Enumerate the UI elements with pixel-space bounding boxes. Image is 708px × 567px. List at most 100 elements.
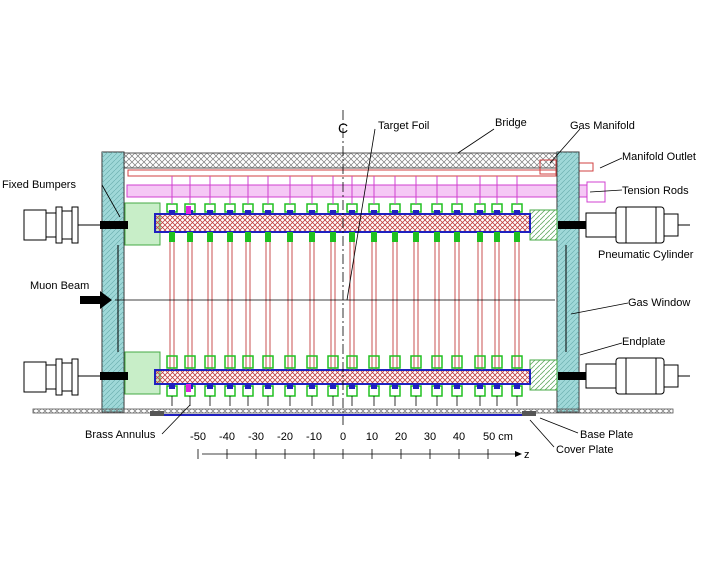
bumper-bottom-right [529, 359, 558, 391]
gas-window-label: Gas Window [628, 297, 690, 309]
chamber-bracket [309, 384, 315, 389]
chamber-support-bottom [431, 355, 443, 369]
chamber-bracket [392, 210, 398, 215]
chamber-bracket [207, 384, 213, 389]
chamber-support-top [187, 232, 193, 242]
chamber-support-top [494, 232, 500, 242]
chamber-support-bottom [166, 355, 178, 369]
z-tick-label: 30 [424, 431, 436, 443]
chamber-support-bottom [224, 355, 236, 369]
chamber-support-bottom [204, 355, 216, 369]
chamber-bracket [413, 384, 419, 389]
chamber-stack-bottom [154, 369, 531, 385]
chamber-bracket [227, 384, 233, 389]
chamber-bracket [494, 384, 500, 389]
chamber-support-top [330, 232, 336, 242]
chamber-bracket [477, 210, 483, 215]
base-plate [32, 408, 674, 414]
chamber-support-bottom [346, 355, 358, 369]
chamber-bracket [349, 384, 355, 389]
muon-beam-label: Muon Beam [30, 280, 89, 292]
foot-left [150, 411, 164, 416]
leader-lines [101, 128, 629, 448]
chamber-bracket [287, 384, 293, 389]
chamber-support-bottom [368, 355, 380, 369]
z-tick-label: 10 [366, 431, 378, 443]
pad-bottom-left [100, 372, 128, 380]
chamber-bracket [227, 210, 233, 215]
chamber-bracket [287, 210, 293, 215]
chamber-bracket [477, 384, 483, 389]
endplate-label: Endplate [622, 336, 665, 348]
cylinder-left-bottom [23, 358, 100, 396]
chamber-bracket [371, 210, 377, 215]
chamber-support-top [371, 232, 377, 242]
chamber-stack-top [154, 213, 531, 233]
chamber-support-top [265, 232, 271, 242]
chamber-support-top [514, 232, 520, 242]
chamber-bracket [245, 384, 251, 389]
chamber-support-bottom [242, 355, 254, 369]
chamber-support-top [169, 232, 175, 242]
chamber-support-bottom [389, 355, 401, 369]
manifold-outlet-block [539, 159, 557, 175]
chamber-bracket [371, 384, 377, 389]
base-plate-label: Base Plate [580, 429, 633, 441]
chamber-support-top [349, 232, 355, 242]
z-tick-label: 40 [453, 431, 465, 443]
pad-bottom-right [558, 372, 586, 380]
z-axis-label: z [524, 449, 530, 461]
chamber-bracket [454, 384, 460, 389]
chamber-support-top [454, 232, 460, 242]
tension-rods [126, 184, 588, 198]
chamber-support-top [392, 232, 398, 242]
brass-annulus [186, 384, 191, 392]
chamber-bracket [207, 210, 213, 215]
pad-top-left [100, 221, 128, 229]
chamber-bracket [434, 384, 440, 389]
chamber-support-bottom [451, 355, 463, 369]
chamber-bracket [392, 384, 398, 389]
z-scale-arrowhead [515, 451, 522, 457]
chamber-bracket [514, 384, 520, 389]
z-tick-label: 20 [395, 431, 407, 443]
chamber-bracket [330, 384, 336, 389]
z-tick-label: -50 [190, 431, 206, 443]
tension-rods-label: Tension Rods [622, 185, 689, 197]
chamber-bracket [265, 210, 271, 215]
chamber-bracket [265, 384, 271, 389]
chamber-bracket [514, 210, 520, 215]
gas-manifold [127, 169, 557, 177]
chamber-bracket [169, 384, 175, 389]
muon-beam-arrow [80, 291, 112, 309]
chamber-bracket [309, 210, 315, 215]
chamber-bracket [349, 210, 355, 215]
z-tick-label: -30 [248, 431, 264, 443]
chamber-group [166, 176, 523, 406]
centerline-label: C [338, 120, 348, 136]
chamber-support-bottom [474, 355, 486, 369]
chamber-bracket [494, 210, 500, 215]
chamber-support-top [309, 232, 315, 242]
pneumatic-cylinder-label: Pneumatic Cylinder [598, 249, 694, 261]
z-tick-label: -10 [306, 431, 322, 443]
chamber-support-top [413, 232, 419, 242]
chamber-support-bottom [511, 355, 523, 369]
chamber-bracket [454, 210, 460, 215]
z-tick-label: -40 [219, 431, 235, 443]
z-tick-label: 0 [340, 431, 346, 443]
bumper-top-right [529, 209, 558, 241]
chamber-support-bottom [184, 355, 196, 369]
chamber-support-top [477, 232, 483, 242]
chamber-bracket [413, 210, 419, 215]
chamber-support-bottom [491, 355, 503, 369]
chamber-bracket [434, 210, 440, 215]
chamber-support-top [434, 232, 440, 242]
chamber-support-bottom [262, 355, 274, 369]
fixed-bumpers-label: Fixed Bumpers [2, 179, 76, 191]
foot-right [522, 411, 536, 416]
chamber-support-bottom [410, 355, 422, 369]
chamber-support-bottom [306, 355, 318, 369]
cylinder-right-top [585, 206, 690, 244]
